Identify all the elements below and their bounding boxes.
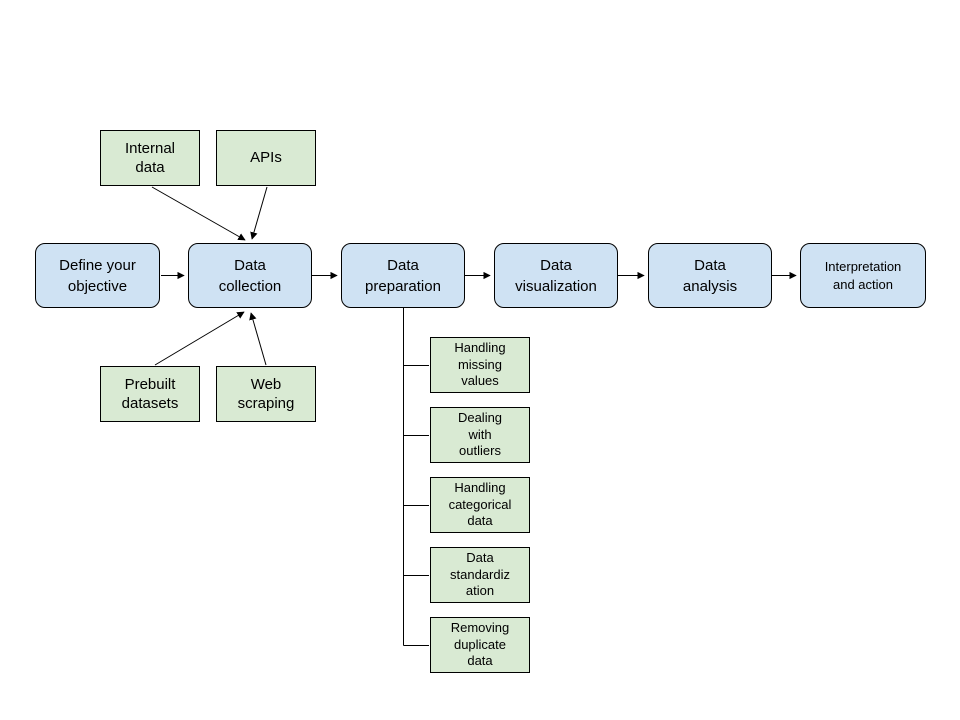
node-removing-duplicate-data: Removing duplicate data [430, 617, 530, 673]
node-internal-data: Internal data [100, 130, 200, 186]
node-data-collection: Data collection [188, 243, 312, 308]
node-data-standardization: Data standardiz ation [430, 547, 530, 603]
node-define-your-objective: Define your objective [35, 243, 160, 308]
node-web-scraping: Web scraping [216, 366, 316, 422]
arrow-web-scraping-to-collection [249, 312, 267, 366]
arrow-internal-data-to-collection [151, 186, 246, 241]
arrow-apis-to-collection [250, 186, 268, 240]
node-prebuilt-datasets: Prebuilt datasets [100, 366, 200, 422]
node-dealing-with-outliers: Dealing with outliers [430, 407, 530, 463]
node-data-analysis: Data analysis [648, 243, 772, 308]
arrow-prebuilt-datasets-to-collection [154, 311, 245, 366]
node-apis: APIs [216, 130, 316, 186]
node-data-visualization: Data visualization [494, 243, 618, 308]
node-handling-missing-values: Handling missing values [430, 337, 530, 393]
node-data-preparation: Data preparation [341, 243, 465, 308]
node-handling-categorical-data: Handling categorical data [430, 477, 530, 533]
node-interpretation-and-action: Interpretation and action [800, 243, 926, 308]
